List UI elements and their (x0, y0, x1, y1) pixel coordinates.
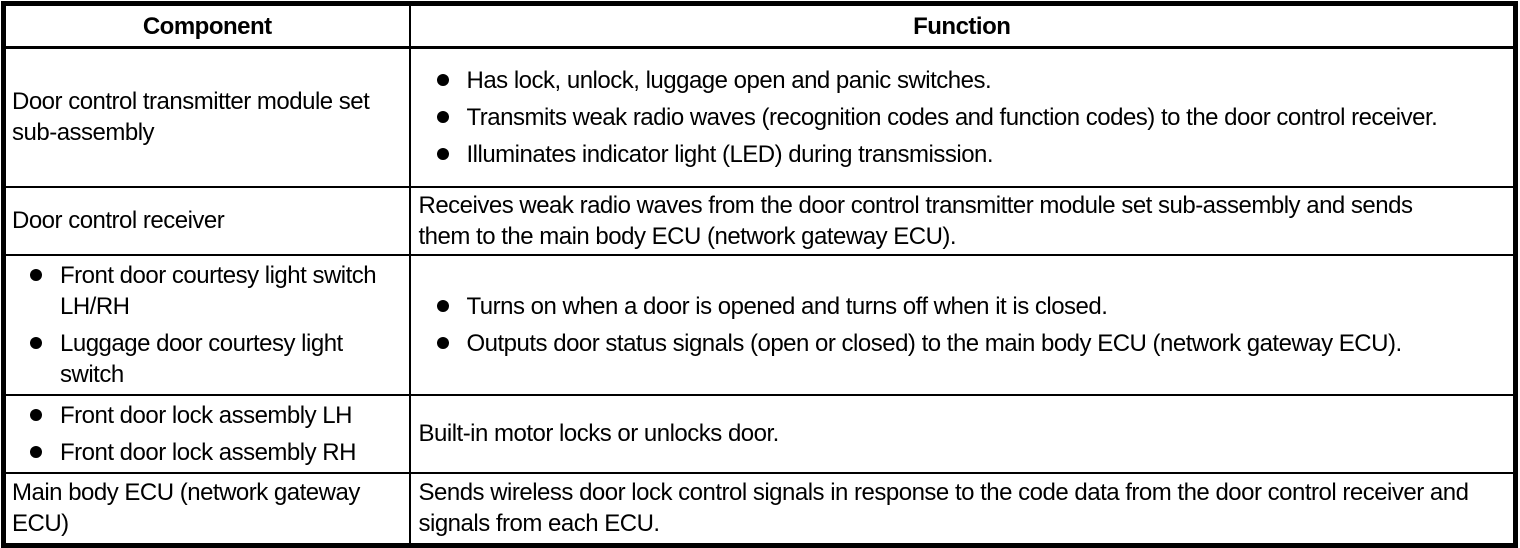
table-row: Front door lock assembly LH Front door l… (2, 393, 1517, 474)
table-row: Front door courtesy light switch LH/RH L… (2, 253, 1517, 396)
cell-text: Receives weak radio waves from the door … (418, 191, 1413, 250)
function-cell: Has lock, unlock, luggage open and panic… (408, 46, 1517, 188)
bullet-icon (436, 73, 449, 86)
table-header-row: Component Function (2, 2, 1517, 49)
function-cell: Built-in motor locks or unlocks door. (408, 393, 1517, 474)
list-item: Turns on when a door is opened and turns… (411, 291, 1484, 322)
list-item: Luggage door courtesy light switch (6, 328, 379, 390)
table-row: Main body ECU (network gateway ECU) Send… (2, 471, 1517, 547)
cell-text: Sends wireless door lock control signals… (418, 479, 1469, 538)
function-cell: Turns on when a door is opened and turns… (408, 253, 1517, 396)
bullet-icon (436, 299, 449, 312)
bullet-icon (30, 268, 42, 281)
header-component: Component (2, 2, 411, 49)
list-item: Front door courtesy light switch LH/RH (6, 260, 379, 322)
list-item: Front door lock assembly LH (6, 400, 379, 431)
bullet-text: Front door lock assembly LH (60, 401, 352, 429)
table-row: Door control receiver Receives weak radi… (2, 185, 1517, 256)
component-cell: Front door lock assembly LH Front door l… (2, 393, 411, 474)
list-item: Outputs door status signals (open or clo… (411, 328, 1484, 359)
list-item: Illuminates indicator light (LED) during… (411, 139, 1484, 170)
component-cell: Front door courtesy light switch LH/RH L… (2, 253, 411, 396)
component-cell: Door control transmitter module set sub-… (2, 46, 411, 188)
cell-text: Door control transmitter module set sub-… (12, 88, 370, 147)
bullet-text: Luggage door courtesy light switch (60, 329, 343, 388)
bullet-icon (30, 336, 42, 349)
list-item: Has lock, unlock, luggage open and panic… (411, 65, 1484, 96)
bullet-icon (436, 336, 449, 349)
cell-text: Main body ECU (network gateway ECU) (12, 479, 360, 538)
cell-text: Door control receiver (12, 207, 225, 234)
bullet-text: Illuminates indicator light (LED) during… (466, 140, 994, 168)
function-cell: Sends wireless door lock control signals… (408, 471, 1517, 547)
list-item: Front door lock assembly RH (6, 437, 379, 468)
cell-text: Built-in motor locks or unlocks door. (418, 420, 780, 447)
bullet-text: Front door lock assembly RH (60, 438, 356, 466)
bullet-icon (30, 445, 42, 458)
bullet-text: Front door courtesy light switch LH/RH (60, 261, 377, 320)
function-cell: Receives weak radio waves from the door … (408, 185, 1517, 256)
component-cell: Main body ECU (network gateway ECU) (2, 471, 411, 547)
bullet-text: Transmits weak radio waves (recognition … (466, 103, 1438, 131)
table-row: Door control transmitter module set sub-… (2, 46, 1517, 188)
bullet-icon (436, 110, 449, 123)
component-cell: Door control receiver (2, 185, 411, 256)
bullet-text: Has lock, unlock, luggage open and panic… (466, 66, 992, 94)
bullet-text: Outputs door status signals (open or clo… (466, 329, 1403, 357)
bullet-text: Turns on when a door is opened and turns… (466, 292, 1108, 320)
header-function: Function (408, 2, 1517, 49)
list-item: Transmits weak radio waves (recognition … (411, 102, 1484, 133)
bullet-icon (30, 408, 42, 421)
bullet-icon (436, 147, 449, 160)
